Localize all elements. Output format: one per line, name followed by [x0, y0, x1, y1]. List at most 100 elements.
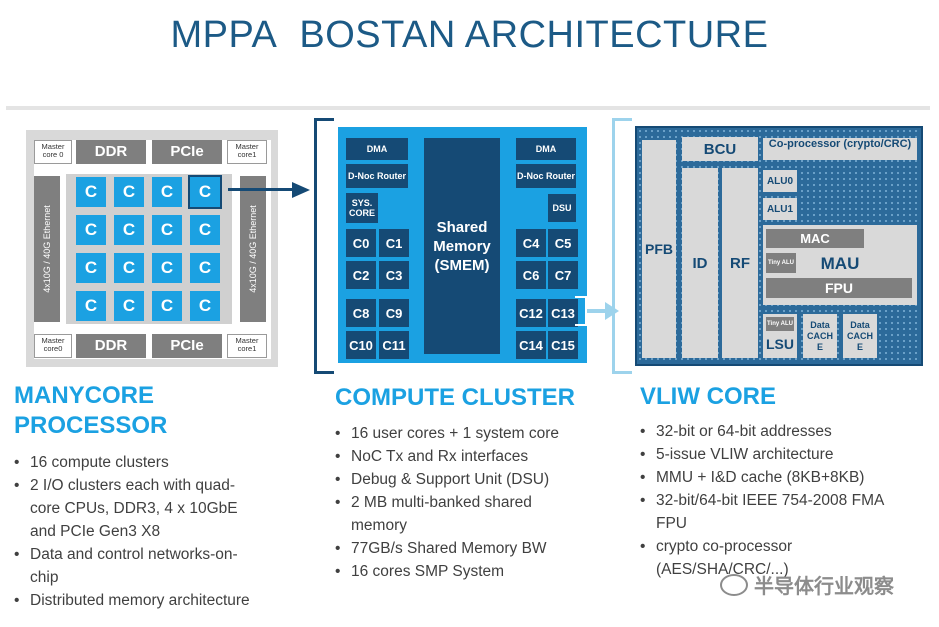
- manycore-bullet-list: 16 compute clusters 2 I/O clusters each w…: [14, 451, 314, 612]
- sys-core: SYS. CORE: [346, 193, 378, 223]
- compute-cluster-cell: C: [152, 253, 182, 283]
- mac-unit: MAC: [766, 229, 864, 248]
- noc-router-right: D-Noc Router: [516, 164, 576, 188]
- ethernet-right-label: 4x10G / 40G Ethernet: [248, 205, 258, 293]
- watermark-text: 半导体行业观察: [754, 576, 894, 598]
- pcie-top: PCIe: [152, 140, 222, 164]
- bullet-line: 32-bit or 64-bit addresses: [656, 423, 832, 440]
- bullet-line: crypto co-processor: [656, 538, 793, 555]
- bcu-unit: BCU: [682, 137, 758, 161]
- bullet-item: 2 I/O clusters each with quad-core CPUs,…: [14, 474, 314, 543]
- cluster-core: C12: [516, 299, 546, 327]
- arrow-to-vliw: [587, 309, 609, 313]
- smem-line1: Shared: [436, 218, 488, 236]
- arrow-to-cluster: [228, 188, 295, 191]
- vliw-bracket: [612, 118, 632, 374]
- pcie-bottom: PCIe: [152, 334, 222, 358]
- compute-cluster-cell: C: [76, 253, 106, 283]
- bullet-line: 16 cores SMP System: [351, 563, 505, 580]
- ethernet-left-label: 4x10G / 40G Ethernet: [42, 205, 52, 293]
- smem-line2: Memory: [433, 237, 491, 255]
- manycore-heading-line1: MANYCORE: [14, 382, 155, 409]
- bullet-item: Distributed memory architecture: [14, 589, 314, 612]
- bullet-line: chip: [30, 569, 59, 586]
- dma-left: DMA: [346, 138, 408, 160]
- core-c13-highlight: [575, 296, 587, 326]
- compute-cluster-cell: C: [190, 253, 220, 283]
- page-title: MPPA BOSTAN ARCHITECTURE: [0, 14, 939, 57]
- cluster-bracket: [314, 118, 334, 374]
- bullet-item: crypto co-processor(AES/SHA/CRC/...): [640, 535, 930, 581]
- compute-cluster-cell: C: [114, 177, 144, 207]
- bullet-line: 16 compute clusters: [30, 454, 169, 471]
- compute-cluster-cell: C: [76, 177, 106, 207]
- bullet-item: NoC Tx and Rx interfaces: [335, 445, 625, 468]
- title-part1: MPPA: [170, 14, 278, 56]
- cluster-core: C7: [548, 261, 578, 289]
- compute-cluster-cell: C: [114, 291, 144, 321]
- data-cache-2: Data CACH E: [843, 314, 877, 358]
- cluster-core: C11: [379, 331, 409, 359]
- ddr-top: DDR: [76, 140, 146, 164]
- bullet-item: 16 cores SMP System: [335, 560, 625, 583]
- compute-cluster-cell: C: [152, 215, 182, 245]
- bullet-item: 77GB/s Shared Memory BW: [335, 537, 625, 560]
- compute-cluster-cell: C: [190, 291, 220, 321]
- cluster-bullet-list: 16 user cores + 1 system coreNoC Tx and …: [335, 422, 625, 583]
- bullet-item: 32-bit or 64-bit addresses: [640, 420, 930, 443]
- alu0-unit: ALU0: [763, 170, 797, 192]
- bullet-line: NoC Tx and Rx interfaces: [351, 448, 529, 465]
- pfb-unit: PFB: [642, 140, 676, 358]
- watermark: 半导体行业观察: [720, 570, 894, 599]
- bullet-line: Debug & Support Unit (DSU): [351, 471, 550, 488]
- ethernet-left: 4x10G / 40G Ethernet: [34, 176, 60, 322]
- master-core-top-left: Master core 0: [34, 140, 72, 164]
- coprocessor-unit: Co-processor (crypto/CRC): [763, 138, 917, 160]
- cluster-core: C9: [379, 299, 409, 327]
- compute-cluster-cell: C: [188, 175, 222, 209]
- bullet-line: FPU: [656, 515, 687, 532]
- title-part2: BOSTAN ARCHITECTURE: [299, 14, 769, 56]
- master-core-top-right: Master core1: [227, 140, 267, 164]
- bullet-line: MMU + I&D cache (8KB+8KB): [656, 469, 865, 486]
- compute-cluster-cell: C: [76, 291, 106, 321]
- vliw-bullet-list: 32-bit or 64-bit addresses 5-issue VLIW a…: [640, 420, 930, 581]
- bullet-line: 2 I/O clusters each with quad-: [30, 477, 236, 494]
- bullet-item: 16 user cores + 1 system core: [335, 422, 625, 445]
- bullet-line: core CPUs, DDR3, 4 x 10GbE: [30, 500, 238, 517]
- cluster-core: C10: [346, 331, 376, 359]
- bullet-item: MMU + I&D cache (8KB+8KB): [640, 466, 930, 489]
- bullet-item: Debug & Support Unit (DSU): [335, 468, 625, 491]
- compute-cluster-cell: C: [76, 215, 106, 245]
- ddr-bottom: DDR: [76, 334, 146, 358]
- bullet-line: 2 MB multi-banked shared: [351, 494, 532, 511]
- smem-line3: (SMEM): [434, 256, 490, 274]
- bullet-line: 5-issue VLIW architecture: [656, 446, 834, 463]
- cluster-core: C14: [516, 331, 546, 359]
- compute-cluster-cell: C: [190, 215, 220, 245]
- bullet-line: 16 user cores + 1 system core: [351, 425, 560, 442]
- manycore-heading: MANYCORE PROCESSOR: [14, 381, 167, 441]
- bullet-line: 77GB/s Shared Memory BW: [351, 540, 547, 557]
- wechat-icon: [720, 573, 748, 596]
- bullet-line: Distributed memory architecture: [30, 592, 250, 609]
- compute-cluster-cell: C: [152, 291, 182, 321]
- compute-cluster-cell: C: [152, 177, 182, 207]
- cluster-core: C5: [548, 229, 578, 257]
- compute-cluster-cell: C: [114, 253, 144, 283]
- cluster-core: C2: [346, 261, 376, 289]
- cluster-core: C8: [346, 299, 376, 327]
- compute-cluster-cell: C: [114, 215, 144, 245]
- manycore-heading-line2: PROCESSOR: [14, 412, 168, 439]
- id-unit: ID: [682, 168, 718, 358]
- bullet-item: 16 compute clusters: [14, 451, 314, 474]
- bullet-line: and PCIe Gen3 X8: [30, 523, 161, 540]
- data-cache-1: Data CACH E: [803, 314, 837, 358]
- fpu-unit: FPU: [766, 278, 912, 298]
- alu1-unit: ALU1: [763, 198, 797, 220]
- cluster-heading: COMPUTE CLUSTER: [335, 384, 575, 411]
- cluster-core: C13: [548, 299, 578, 327]
- cluster-core: C15: [548, 331, 578, 359]
- cluster-core: C4: [516, 229, 546, 257]
